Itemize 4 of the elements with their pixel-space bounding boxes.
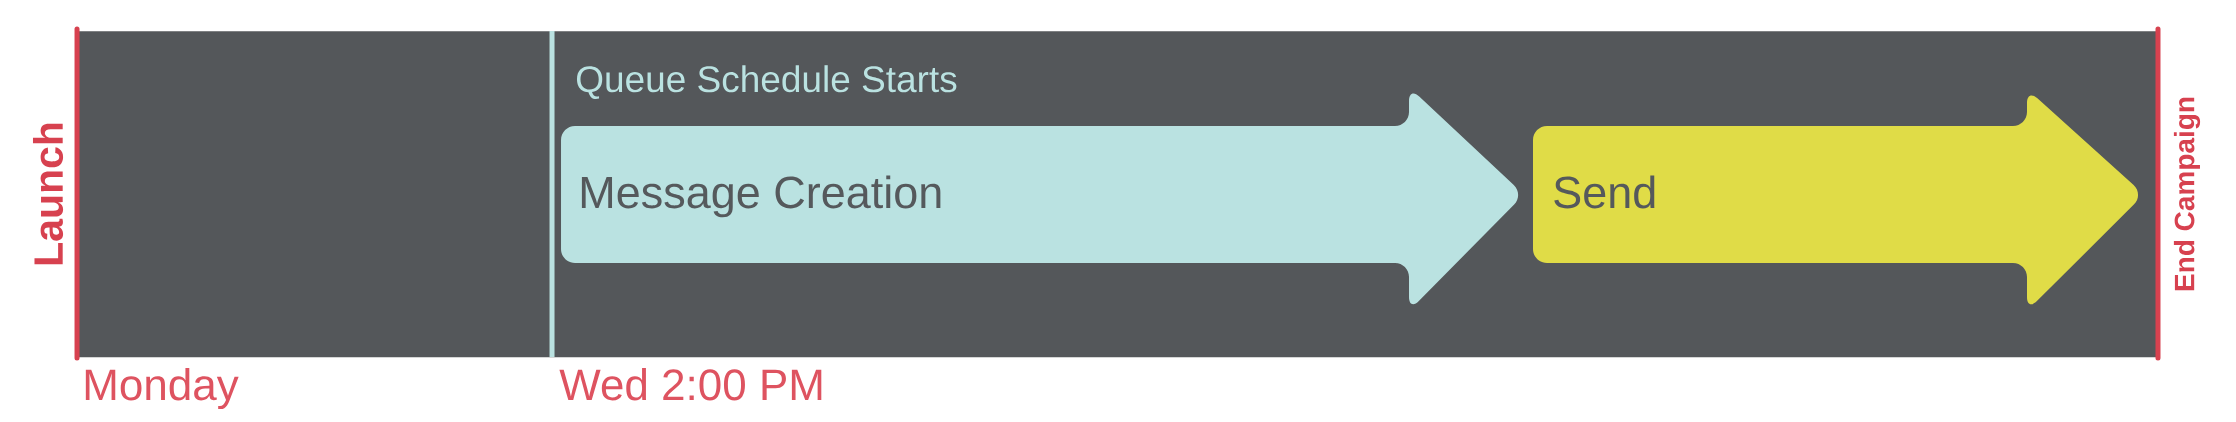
date-label: Wed 2:00 PM bbox=[559, 368, 822, 401]
milestone-label: Launch bbox=[33, 123, 64, 265]
date-label: Monday bbox=[85, 368, 239, 410]
milestone-label: End Campaign bbox=[2173, 97, 2201, 291]
